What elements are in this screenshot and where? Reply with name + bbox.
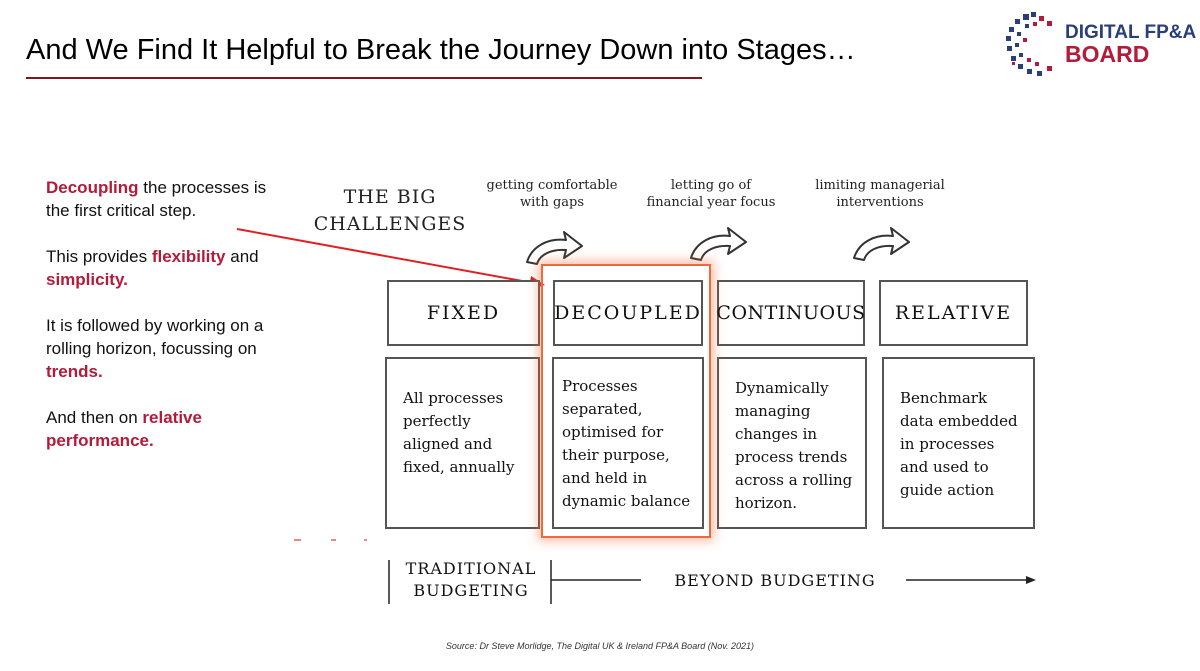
digital-fpa-board-logo: DIGITAL FP&A BOARD — [1003, 10, 1197, 80]
paragraph-trends: It is followed by working on a rolling h… — [46, 314, 286, 383]
traditional-budgeting-label: TRADITIONAL BUDGETING — [405, 559, 537, 600]
stage-label: DECOUPLED — [554, 302, 702, 324]
curved-arrow-icon — [690, 227, 747, 261]
paragraph-relative: And then on relative performance. — [46, 406, 286, 452]
logo-text-line1: DIGITAL FP&A — [1065, 22, 1197, 43]
curved-arrow-icon — [526, 231, 583, 265]
description-box-relative: Benchmark data embedded in processes and… — [882, 357, 1035, 529]
paragraph-decoupling: Decoupling the processes is the first cr… — [46, 176, 286, 222]
title-underline — [26, 77, 702, 79]
logo-text-line2: BOARD — [1065, 41, 1150, 67]
stage-description: All processes perfectly aligned and fixe… — [403, 389, 515, 476]
paragraph-text: the processes is the first critical step… — [46, 178, 267, 220]
description-box-fixed: All processes perfectly aligned and fixe… — [385, 357, 540, 529]
highlight-simplicity: simplicity. — [46, 270, 128, 289]
stage-label: CONTINUOUS — [716, 302, 866, 324]
stage-box-continuous: CONTINUOUS — [716, 280, 866, 346]
big-challenges-heading: THE BIG CHALLENGES — [313, 186, 467, 235]
challenge-label-gaps: getting comfortable with gaps — [486, 178, 618, 210]
stage-box-fixed: FIXED — [387, 280, 540, 346]
paragraph-flexibility: This provides flexibility and simplicity… — [46, 245, 286, 291]
logo-mark-icon — [1006, 12, 1052, 76]
description-box-continuous: Dynamically managing changes in process … — [717, 357, 867, 529]
stage-label: RELATIVE — [894, 302, 1013, 324]
challenge-label-financial-year: letting go of financial year focus — [646, 178, 776, 210]
highlight-trends: trends. — [46, 362, 103, 381]
paragraph-text: and — [225, 247, 259, 266]
beyond-arrowhead-icon — [1026, 576, 1036, 584]
challenge-label-interventions: limiting managerial interventions — [815, 178, 945, 210]
highlight-relative-performance: relative performance. — [46, 408, 202, 450]
stage-description: Dynamically managing changes in process … — [735, 379, 853, 512]
slide-title: And We Find It Helpful to Break the Jour… — [26, 34, 856, 66]
paragraph-text: This provides — [46, 247, 152, 266]
pointer-arrow — [236, 228, 534, 284]
highlight-flexibility: flexibility — [151, 247, 226, 266]
explanation-text: Decoupling the processes is the first cr… — [46, 176, 286, 475]
description-box-decoupled: Processes separated, optimised for their… — [552, 357, 704, 529]
stage-description: Processes separated, optimised for their… — [562, 377, 691, 510]
stage-box-relative: RELATIVE — [879, 280, 1028, 346]
paragraph-text: It is followed by working on a rolling h… — [46, 316, 264, 358]
beyond-budgeting-label: BEYOND BUDGETING — [674, 571, 876, 590]
source-citation: Source: Dr Steve Morlidge, The Digital U… — [445, 641, 755, 651]
stage-description: Benchmark data embedded in processes and… — [900, 389, 1018, 499]
highlight-decoupling: Decoupling — [46, 178, 139, 197]
curved-arrow-icon — [853, 227, 910, 261]
paragraph-text: And then on — [46, 408, 143, 427]
stage-box-decoupled: DECOUPLED — [553, 280, 703, 346]
decoupled-highlight-frame — [541, 264, 711, 538]
stage-label: FIXED — [426, 302, 501, 324]
